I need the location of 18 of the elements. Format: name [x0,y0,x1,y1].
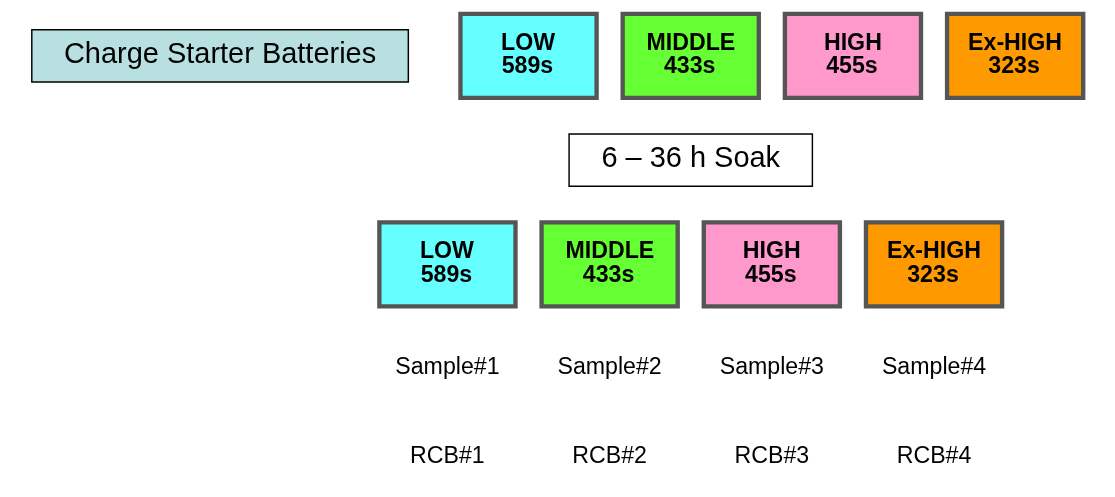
node-box: MIDDLE 433s [539,220,680,309]
node-box: 6 – 36 h Soak [568,133,814,187]
node-box: LOW 589s [458,11,599,101]
label: RCB#1 [410,441,485,468]
label: Sample#1 [395,353,500,380]
node-box: LOW 589s [377,220,518,309]
node-box: Ex-HIGH 323s [863,220,1005,309]
node-box: HIGH 455s [782,11,924,101]
label: RCB#2 [572,441,647,468]
label: Sample#3 [719,353,824,380]
label: Sample#4 [881,353,987,380]
label: RCB#4 [896,441,972,468]
label: RCB#3 [734,441,810,468]
node-box: MIDDLE 433s [620,11,761,101]
node-box: Ex-HIGH 323s [944,11,1086,101]
label: Sample#2 [557,353,662,380]
node-box: HIGH 455s [701,220,843,309]
node-box: Charge Starter Batteries [31,29,410,83]
